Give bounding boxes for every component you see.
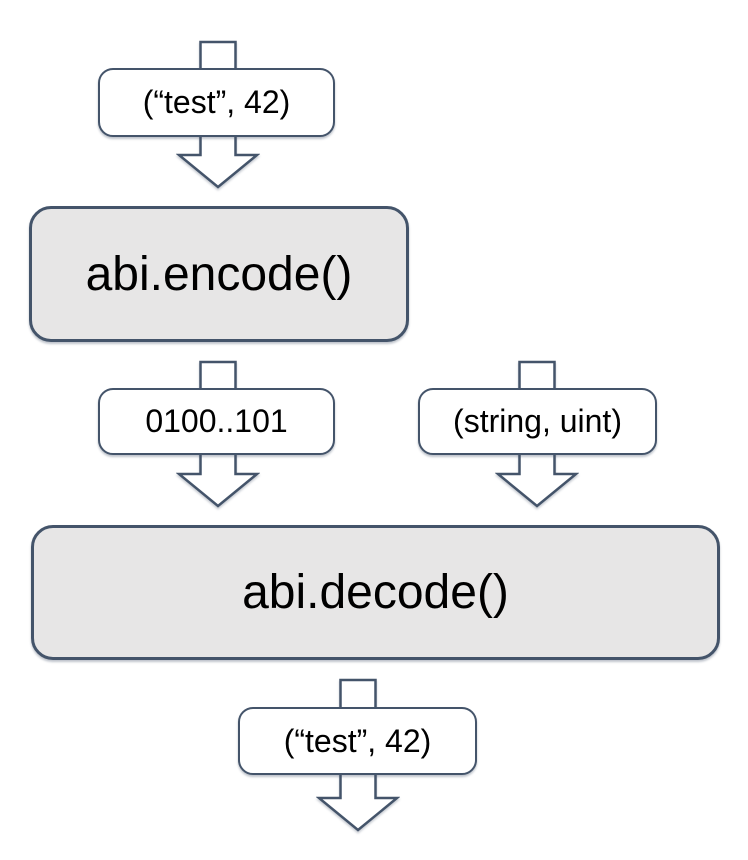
encoded-bytes-text: 0100..101 — [145, 403, 288, 439]
abi-encode-text: abi.encode() — [85, 247, 353, 301]
encoded-bytes-label: 0100..101 — [98, 388, 335, 455]
output-tuple-label: (“test”, 42) — [238, 707, 477, 775]
input-tuple-label: (“test”, 42) — [98, 68, 335, 137]
input-tuple-text: (“test”, 42) — [142, 84, 291, 120]
abi-decode-box: abi.decode() — [31, 525, 720, 660]
types-tuple-text: (string, uint) — [453, 403, 622, 439]
output-tuple-text: (“test”, 42) — [283, 722, 432, 759]
abi-decode-text: abi.decode() — [242, 566, 509, 619]
abi-encode-box: abi.encode() — [29, 206, 409, 342]
types-tuple-label: (string, uint) — [418, 388, 657, 455]
